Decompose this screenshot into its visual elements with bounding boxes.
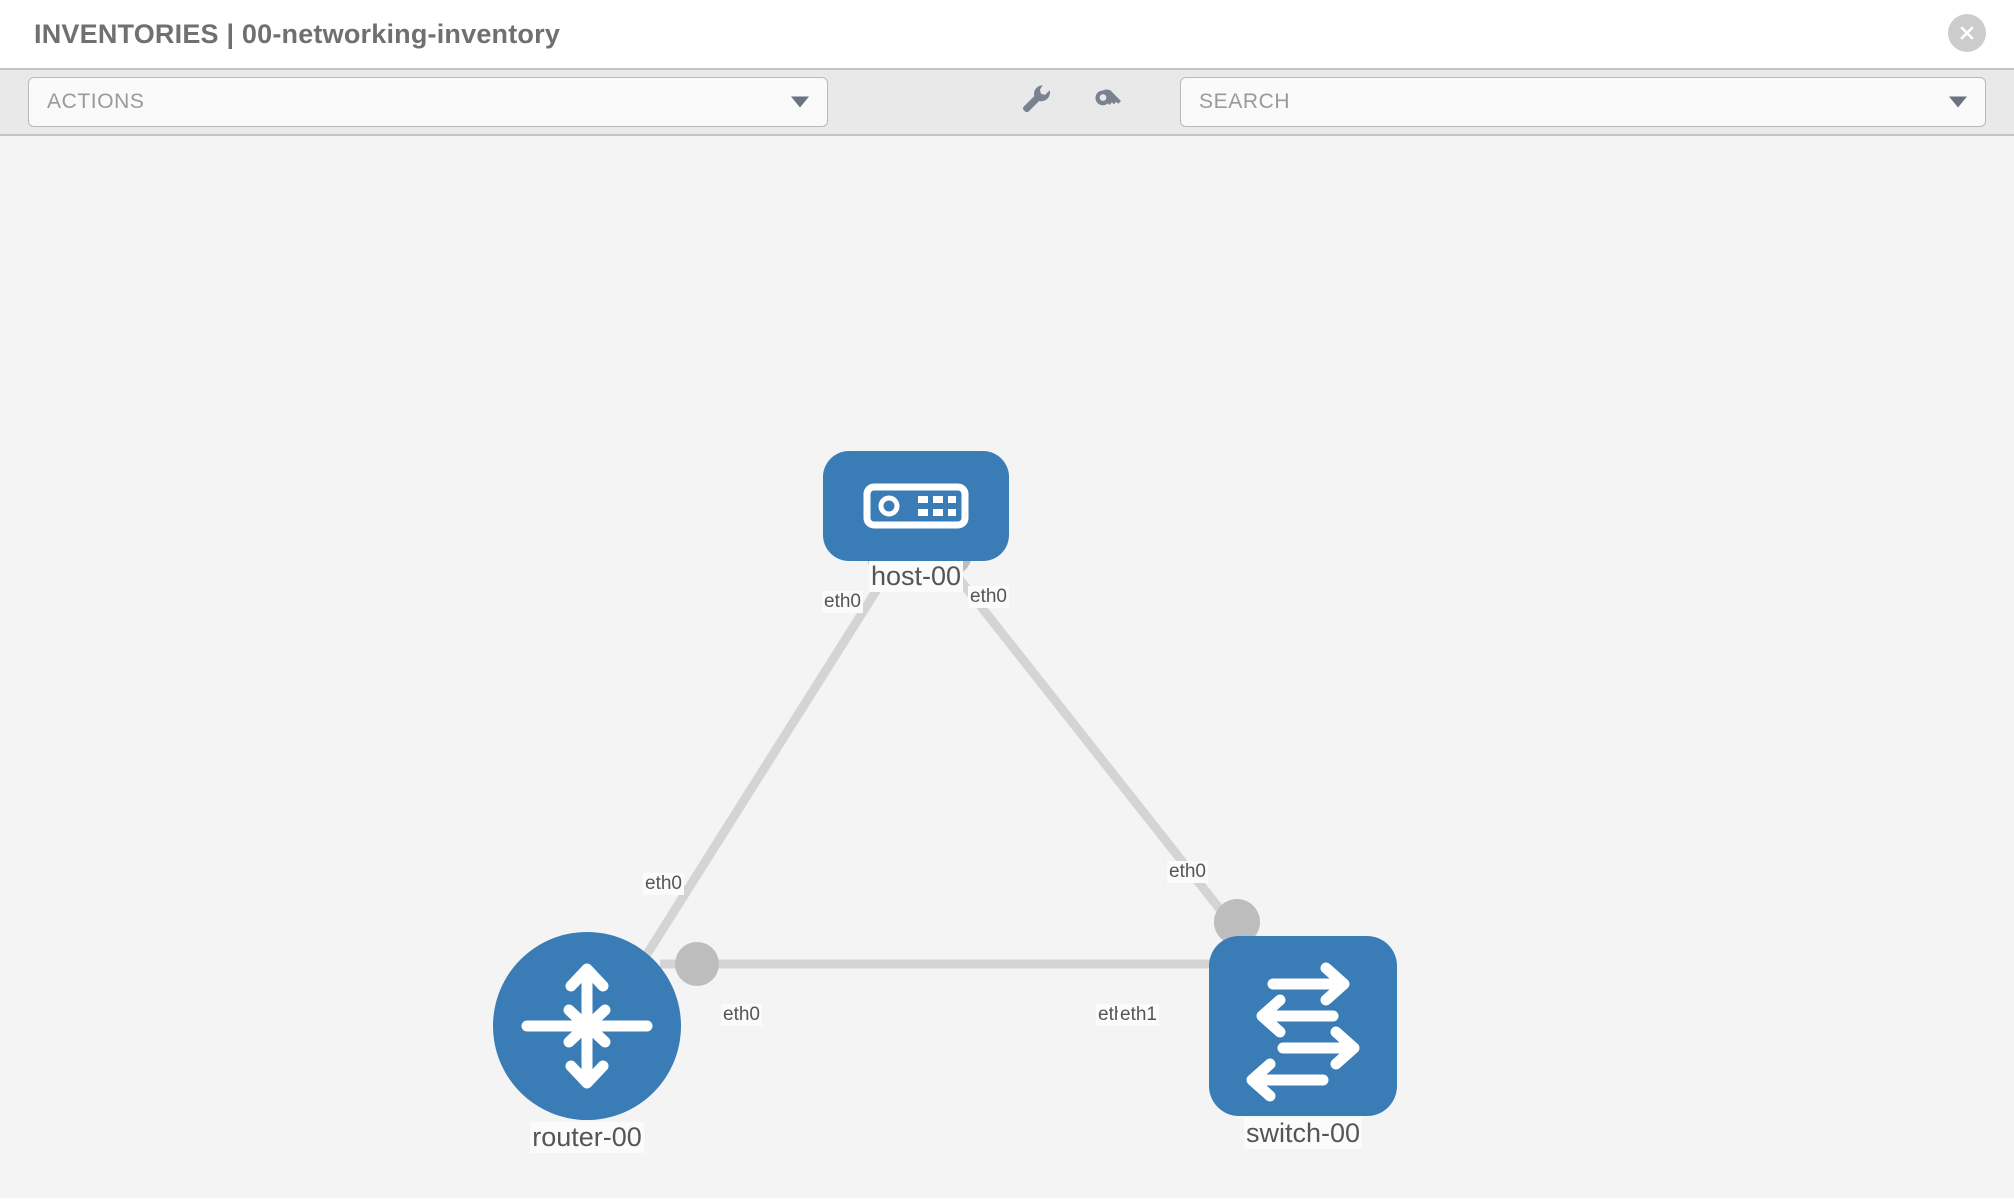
wrench-icon[interactable] <box>1020 82 1056 123</box>
chevron-down-icon <box>1949 96 1967 108</box>
toolbar: ACTIONS SEARCH <box>0 68 2014 136</box>
interface-label: eth1 <box>1118 1004 1159 1026</box>
interface-label: eth0 <box>721 1004 762 1026</box>
node-label-router-00: router-00 <box>530 1122 644 1153</box>
interface-label: eth0 <box>1167 861 1208 883</box>
key-icon[interactable] <box>1090 82 1126 123</box>
close-icon[interactable] <box>1948 14 1986 52</box>
chevron-down-icon <box>791 96 809 108</box>
topology-node-switch-00[interactable]: switch-00 <box>1209 936 1397 1149</box>
search-dropdown[interactable]: SEARCH <box>1180 77 1986 127</box>
interface-label: eth0 <box>822 591 863 613</box>
actions-dropdown-label: ACTIONS <box>47 90 145 113</box>
router-four-arrows-icon <box>521 963 653 1089</box>
switch-arrows-icon <box>1246 962 1360 1102</box>
node-label-switch-00: switch-00 <box>1243 1118 1363 1149</box>
router-node-shape <box>493 932 681 1120</box>
interface-label: eth0 <box>968 586 1009 608</box>
page-header: INVENTORIES | 00-networking-inventory <box>0 0 2014 68</box>
topology-node-host-00[interactable]: host-00 <box>823 451 1009 592</box>
actions-dropdown[interactable]: ACTIONS <box>28 77 828 127</box>
page-title: INVENTORIES | 00-networking-inventory <box>34 18 561 49</box>
topology-node-router-00[interactable]: router-00 <box>493 932 681 1153</box>
topology-canvas[interactable]: host-00 router-00 <box>0 136 2014 1198</box>
toolbar-icon-group <box>1020 82 1126 123</box>
server-appliance-icon <box>863 483 969 529</box>
interface-label: eth0 <box>643 873 684 895</box>
switch-node-shape <box>1209 936 1397 1116</box>
node-label-host-00: host-00 <box>868 561 964 592</box>
search-input[interactable]: SEARCH <box>1199 90 1291 113</box>
host-node-shape <box>823 451 1009 561</box>
topology-links-layer <box>626 532 1260 986</box>
